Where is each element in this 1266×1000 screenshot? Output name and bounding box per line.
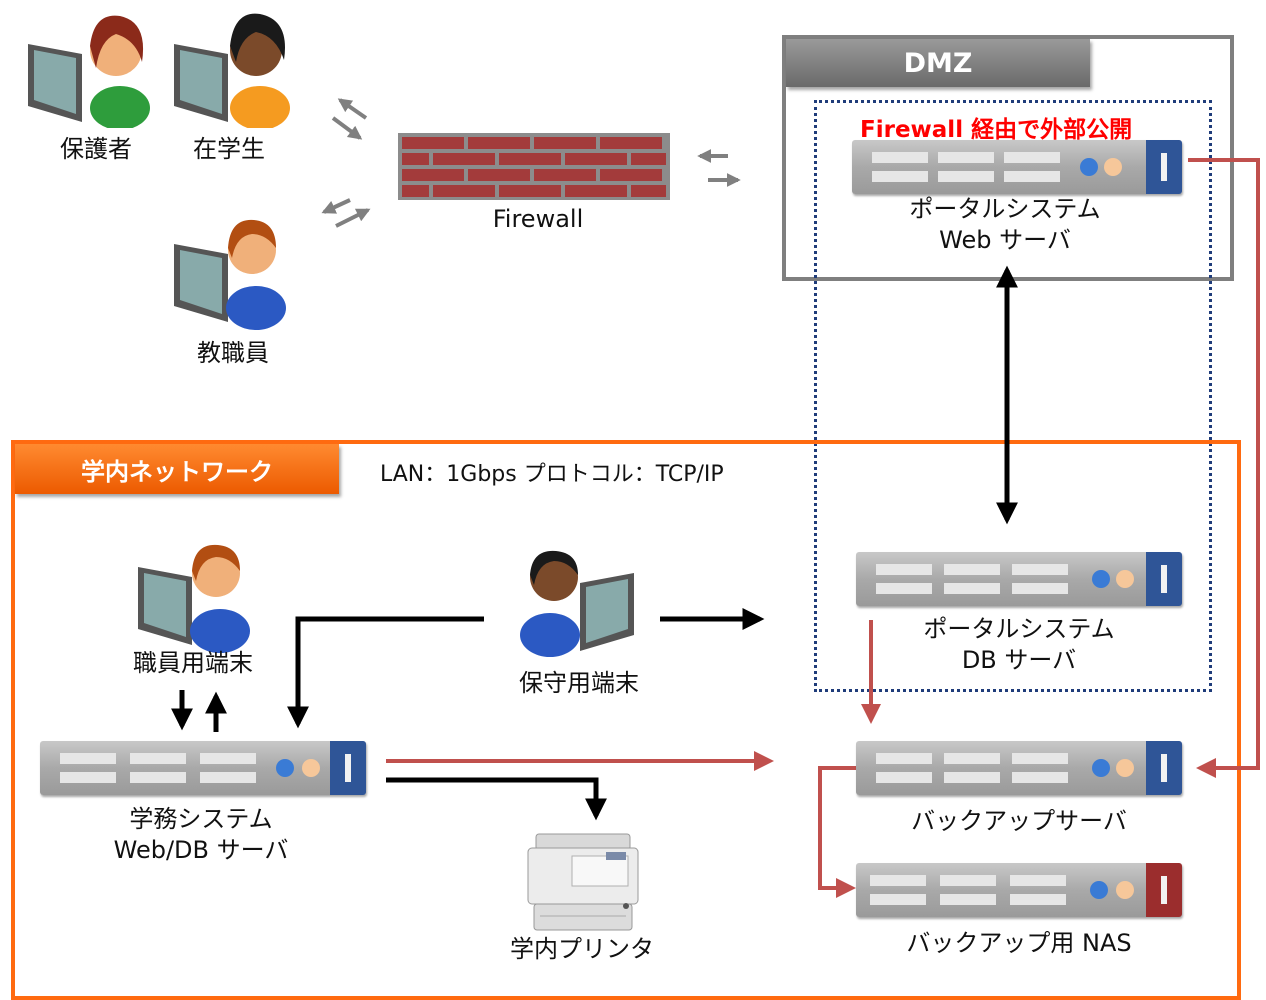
guardian-user-icon <box>28 15 150 128</box>
firewall-brick <box>468 169 530 181</box>
backup-server-icon <box>856 741 1182 795</box>
exchange-arrows-guardian <box>331 98 368 140</box>
student-user-icon <box>174 13 290 128</box>
printer-link <box>386 777 607 821</box>
backup-links <box>386 158 1260 898</box>
printer-icon <box>527 833 639 931</box>
firewall-brick <box>499 153 561 165</box>
academic-server-label: 学務システム Web/DB サーバ <box>96 804 306 866</box>
firewall-brick <box>600 169 662 181</box>
nas-label: バックアップ用 NAS <box>906 929 1132 957</box>
firewall-brick <box>565 185 627 197</box>
faculty-label: 教職員 <box>197 339 269 367</box>
firewall-brick <box>534 137 596 149</box>
firewall-brick <box>402 185 429 197</box>
nas-icon <box>856 863 1182 917</box>
firewall-brick <box>565 153 627 165</box>
firewall-brick <box>631 185 666 197</box>
maintenance-terminal-label: 保守用端末 <box>519 669 639 697</box>
dmz-label: DMZ <box>786 39 1090 87</box>
student-label: 在学生 <box>193 135 265 163</box>
portal-web-line-2: Web サーバ <box>939 226 1071 255</box>
academic-line-2: Web/DB サーバ <box>113 836 289 865</box>
academic-server-icon <box>40 741 366 795</box>
staff-terminal-label: 職員用端末 <box>133 649 253 677</box>
portal-system-boundary <box>814 100 1212 692</box>
firewall-icon <box>398 133 670 200</box>
firewall-brick <box>600 137 662 149</box>
maintenance-links <box>287 608 765 729</box>
portal-db-line-2: DB サーバ <box>961 646 1077 675</box>
portal-web-server-icon <box>852 140 1182 194</box>
firewall-brick <box>468 137 530 149</box>
campus-network-label: 学内ネットワーク <box>15 444 339 494</box>
firewall-brick <box>433 153 495 165</box>
exchange-arrows-faculty <box>321 198 371 228</box>
printer-label: 学内プリンタ <box>510 935 654 963</box>
exchange-arrows-dmz <box>697 149 741 187</box>
guardian-label: 保護者 <box>60 135 132 163</box>
faculty-user-icon <box>174 219 286 330</box>
lan-spec-text: LAN：1Gbps プロトコル：TCP/IP <box>380 462 724 487</box>
firewall-brick <box>631 153 666 165</box>
portal-db-line-1: ポータルシステム <box>923 615 1115 643</box>
firewall-label: Firewall <box>492 205 584 233</box>
firewall-brick <box>402 169 464 181</box>
firewall-brick <box>433 185 495 197</box>
firewall-brick <box>402 153 429 165</box>
maintenance-terminal-icon <box>520 550 634 657</box>
portal-db-server-label: ポータルシステム DB サーバ <box>914 614 1124 676</box>
academic-line-1: 学務システム <box>129 805 273 833</box>
portal-web-line-1: ポータルシステム <box>909 195 1101 223</box>
portal-web-server-label: ポータルシステム Web サーバ <box>900 194 1110 256</box>
portal-db-server-icon <box>856 552 1182 606</box>
backup-server-label: バックアップサーバ <box>911 807 1127 835</box>
firewall-brick <box>402 137 464 149</box>
firewall-brick <box>499 185 561 197</box>
staff-terminal-icon <box>138 544 250 653</box>
staff-terminal-links <box>171 690 227 732</box>
public-exposure-note: Firewall 経由で外部公開 <box>860 117 1133 143</box>
firewall-brick <box>534 169 596 181</box>
